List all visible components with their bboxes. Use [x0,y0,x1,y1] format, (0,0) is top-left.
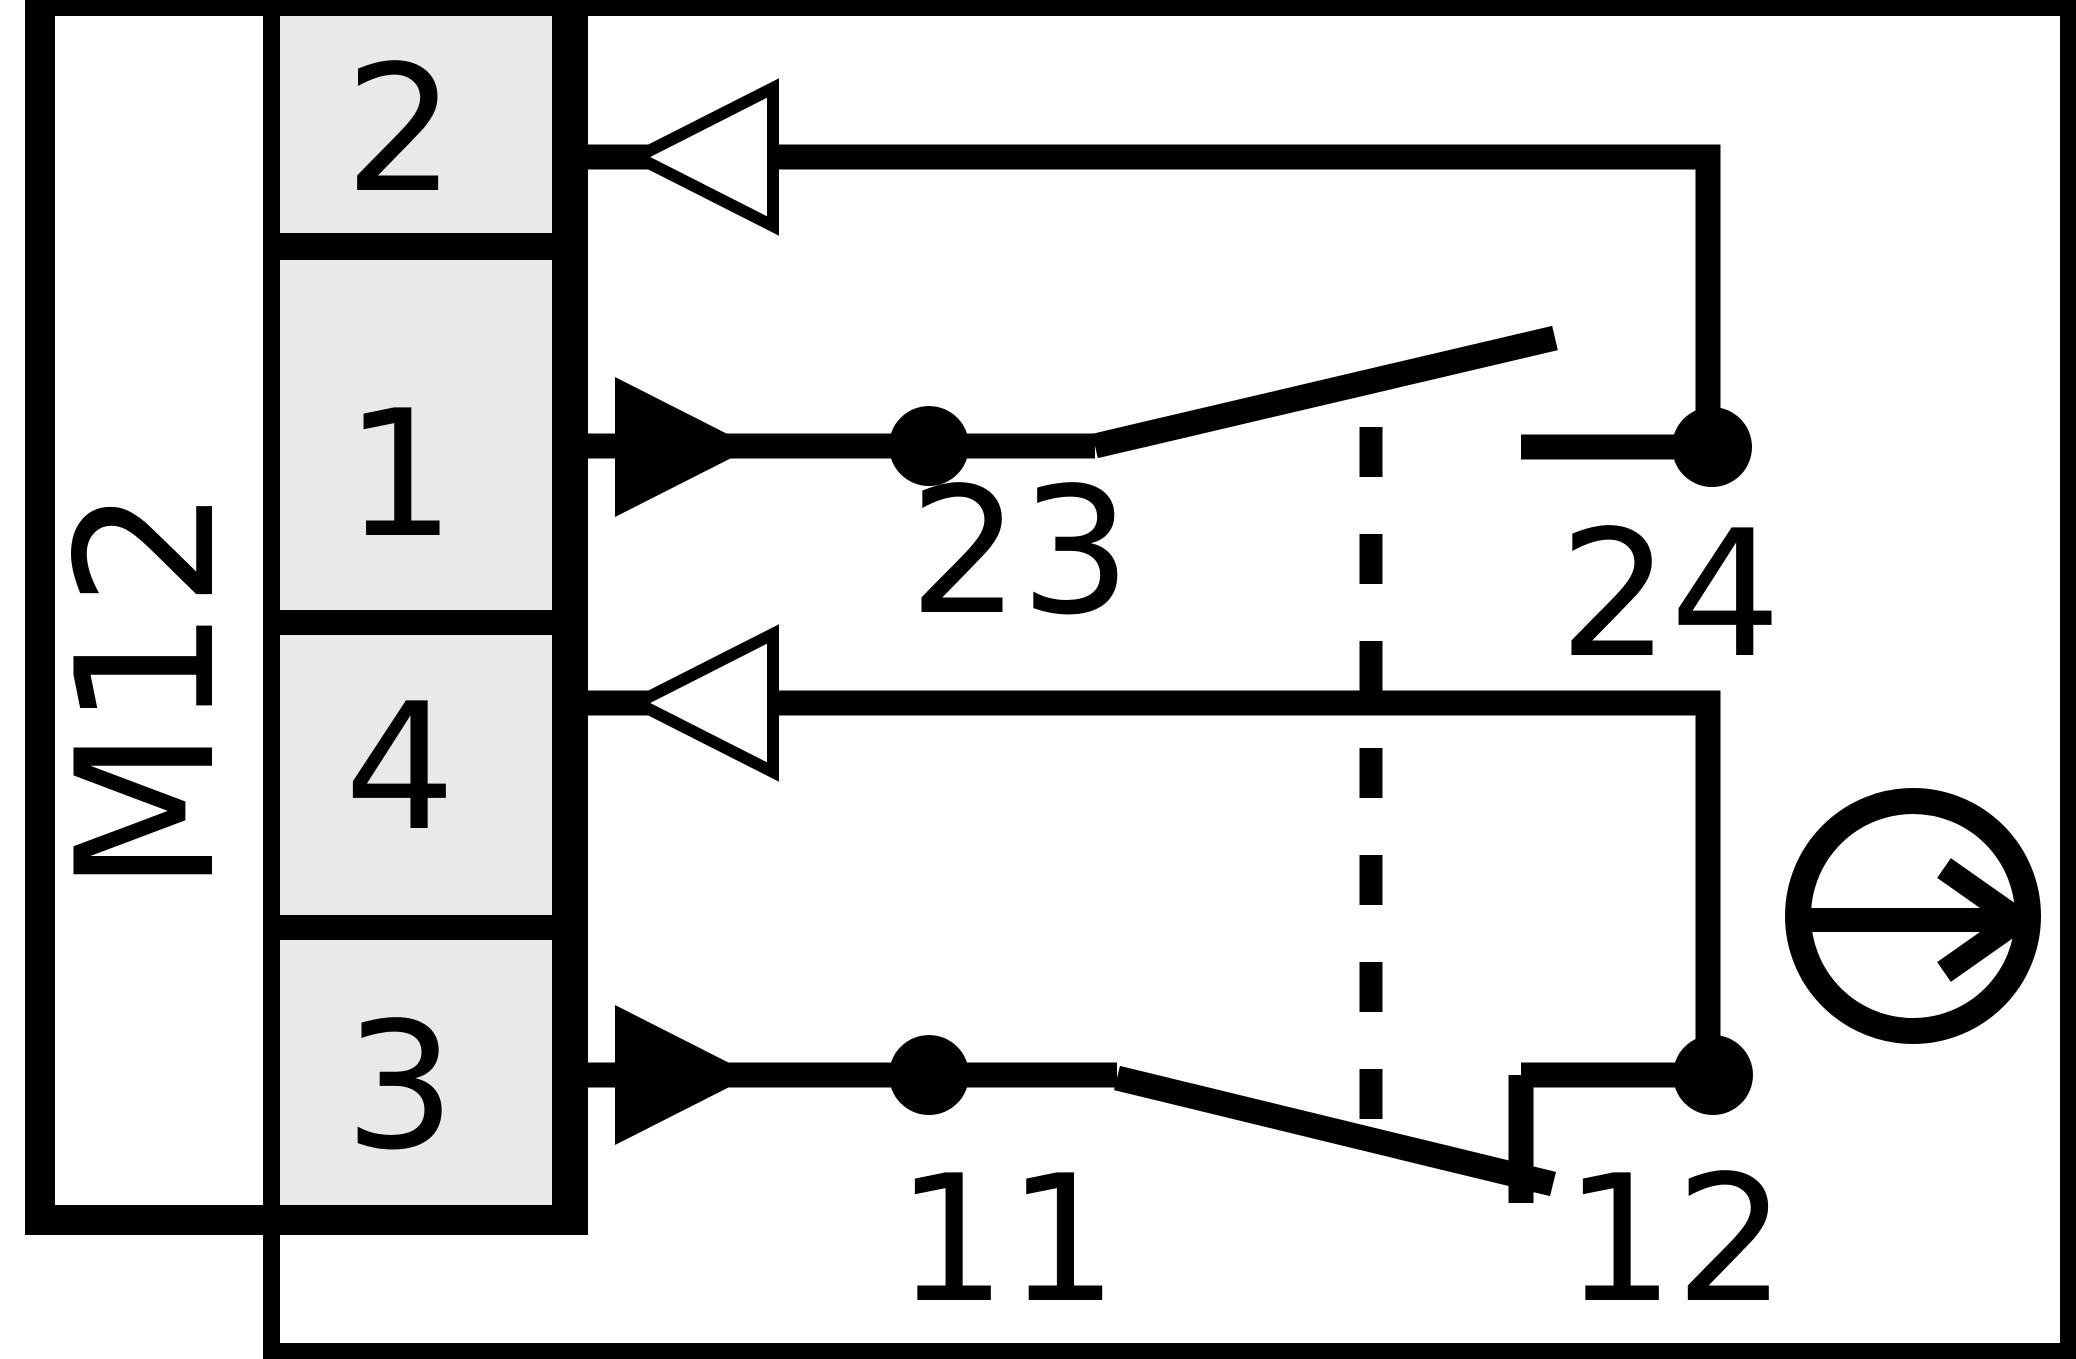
m12-box-bottom-border [25,1205,588,1235]
pin-divider-1-4 [263,610,588,635]
pin-cell-2 [280,16,552,233]
frame-bottom-border [263,1343,2076,1359]
pin-divider-2-1 [263,233,588,260]
pin-3-label: 3 [344,986,455,1189]
terminal-24-label: 24 [1559,494,1782,697]
pin-cell-4 [280,635,552,915]
pin-cell-1 [280,260,552,610]
contact-dot-12 [1673,1035,1753,1115]
pin-divider-4-3 [263,915,588,940]
m12-box-left-border [25,0,55,1235]
pin-column-left-border [263,0,280,1359]
frame-top-border [25,0,2076,16]
pin-2-output-arrow-icon [623,78,779,236]
pin-4-label: 4 [344,667,455,870]
contact-dot-24 [1672,407,1752,487]
actuation-arrow-head [1937,858,2039,982]
pin-2-wire-to-24 [766,144,1721,447]
contact-dot-11 [889,1035,969,1115]
terminal-11-label: 11 [896,1139,1119,1342]
actuation-direction-icon [1785,788,2041,1044]
terminal-23-label: 23 [909,451,1132,654]
pin-1-input-arrow-icon [615,377,753,517]
frame-right-border [2060,0,2076,1359]
terminal-12-label: 12 [1564,1139,1787,1342]
pin-3-input-arrow-icon [615,1005,753,1145]
pin-2-label: 2 [344,29,455,232]
m12-connector-label: M12 [36,487,257,893]
contact-dot-23 [889,406,969,486]
pin-4-wire-to-12 [766,690,1721,1075]
pin-4-output-arrow-icon [623,624,779,782]
pin-cell-3 [280,940,552,1205]
pin-1-label: 1 [344,374,455,577]
nc-contact-blade [1114,1065,1556,1197]
no-contact-blade [1092,325,1558,459]
